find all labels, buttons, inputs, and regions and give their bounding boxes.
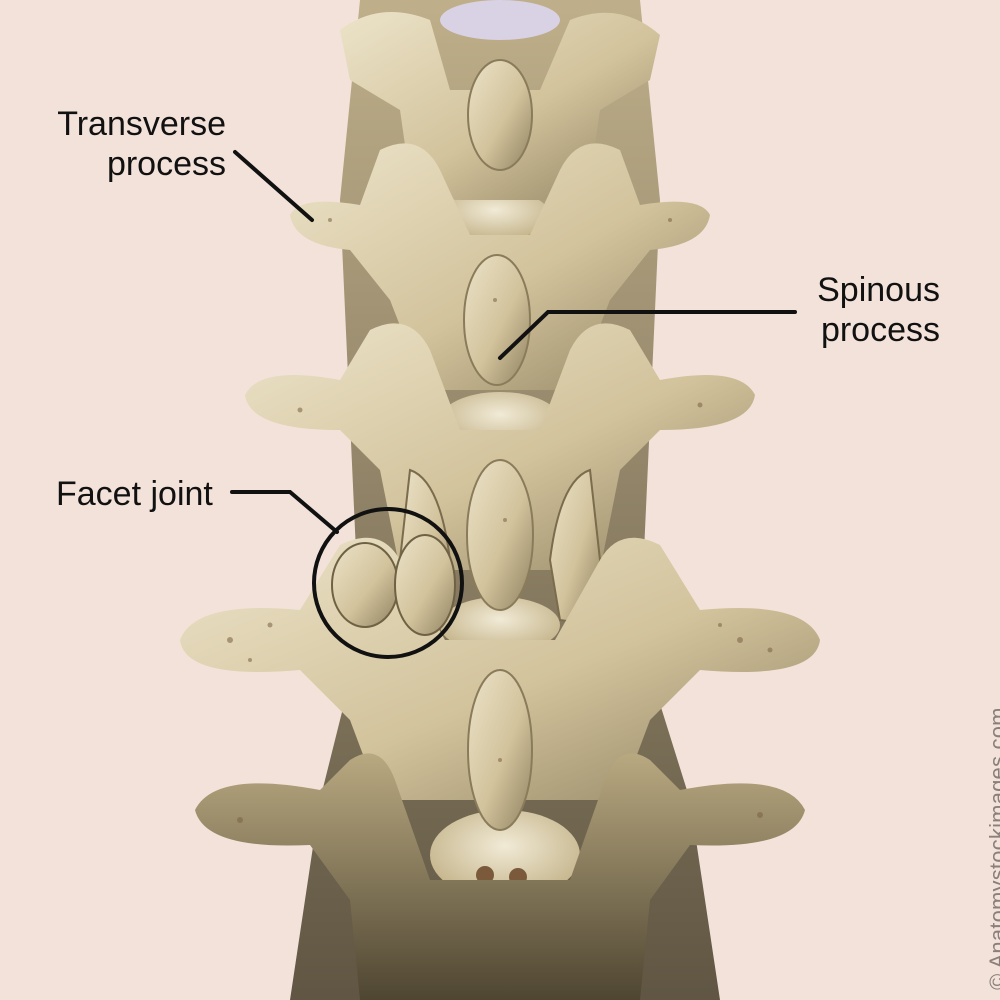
facet-joint-label: Facet joint: [56, 475, 213, 513]
vertebra-2: [290, 143, 710, 390]
bone-texture: [227, 218, 773, 823]
vertebral-bodies: [430, 0, 580, 900]
spinous-process-label: Spinous process: [800, 270, 940, 350]
facet-joint-leader: [230, 490, 339, 534]
vertebra-5: [195, 753, 805, 1000]
spinous-process-label-line2: process: [820, 311, 940, 349]
transverse-process-label: Transverse process: [46, 104, 226, 184]
spinous-process-label-line1: Spinous: [817, 271, 940, 309]
transverse-process-leader: [233, 150, 314, 222]
transverse-process-label-line1: Transverse: [57, 105, 226, 143]
vertebra-4: [180, 534, 820, 831]
leader-lines: [230, 150, 797, 534]
spinous-process-leader: [498, 310, 797, 360]
facet-joint-circle: [312, 507, 464, 659]
copyright-watermark: © Anatomystockimages.com: [985, 707, 1000, 990]
transverse-process-label-line2: process: [106, 145, 226, 183]
